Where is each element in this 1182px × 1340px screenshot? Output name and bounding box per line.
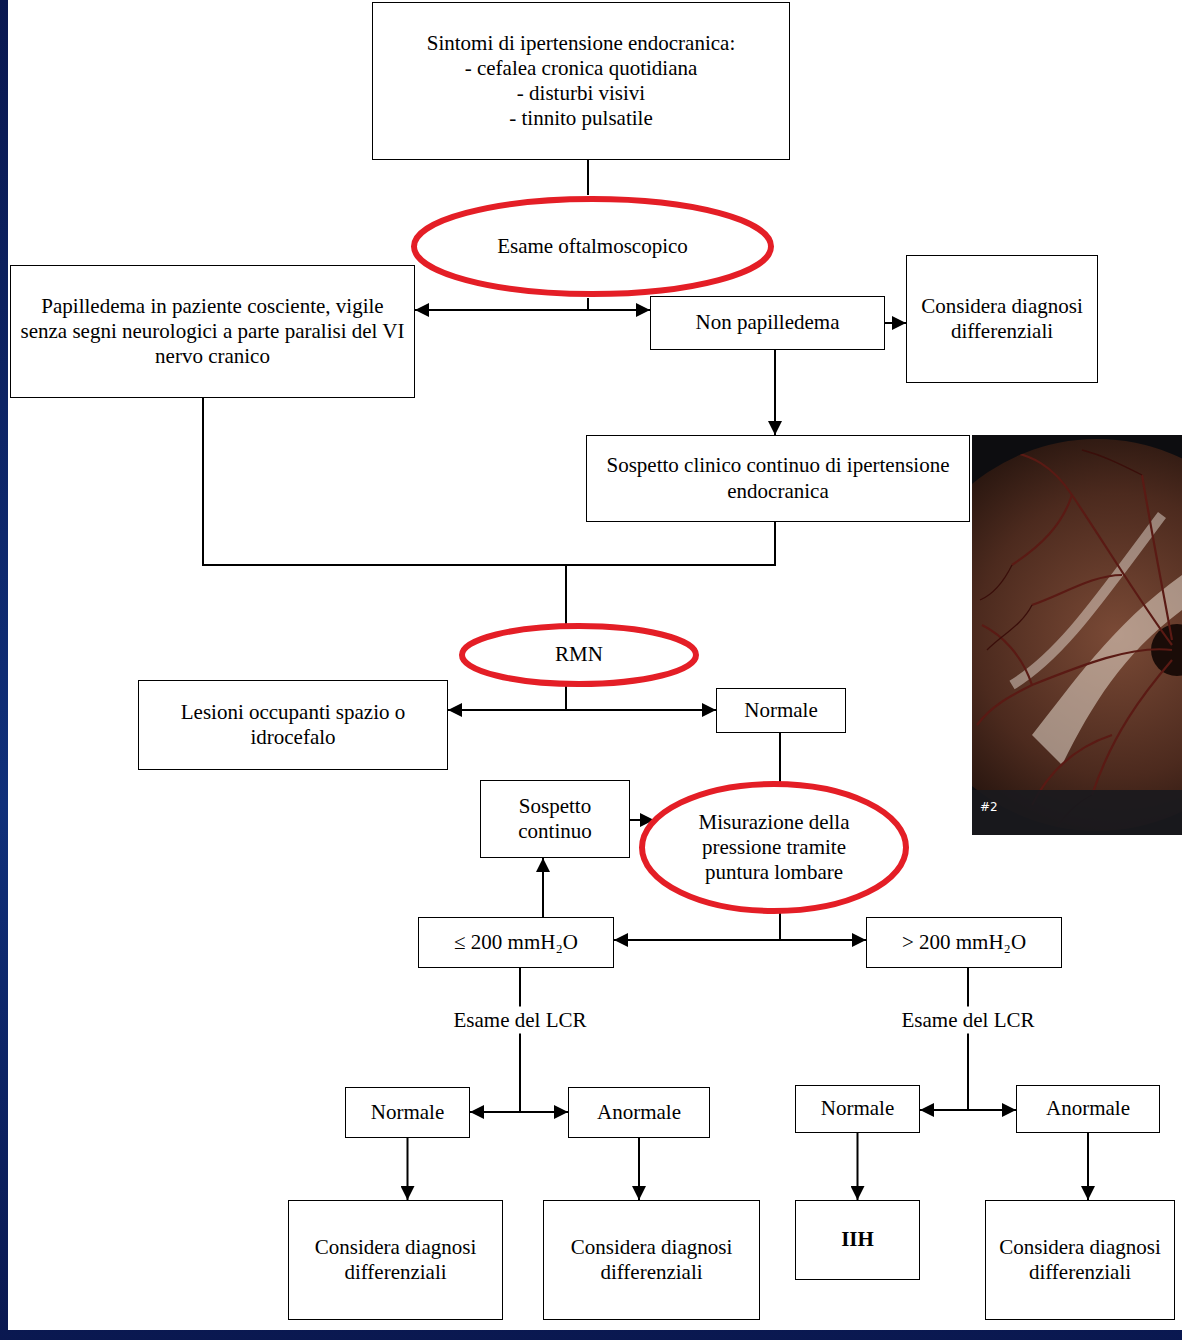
flow-connector [407,1138,409,1200]
highlight-ellipse [414,199,771,294]
process-box: Sospetto continuo [480,780,630,858]
process-box: Papilledema in paziente cosciente, vigil… [10,265,415,398]
fundus-photo [972,435,1182,835]
process-box: Normale [345,1087,470,1138]
flow-connector [857,1133,859,1200]
process-box: Sospetto clinico continuo di ipertension… [586,435,970,522]
process-box: Considera diagnosi differenziali [288,1200,503,1320]
node-text: - disturbi visivi [517,81,645,106]
edge-label: Esame del LCR [450,1007,591,1034]
highlighted-step: RMN [458,622,700,688]
process-box: Considera diagnosi differenziali [543,1200,760,1320]
flow-connector [779,733,781,784]
node-text: Misurazione della pressione tramite punt… [674,810,874,886]
node-text: Considera diagnosi differenziali [552,1235,751,1285]
node-text: Normale [744,698,817,723]
process-box: Normale [716,688,846,733]
process-box: IIH [795,1200,920,1280]
fundus-details [977,450,1182,833]
flow-connector [587,160,589,195]
flow-connector [415,298,588,310]
highlight-ellipse [462,626,696,684]
highlighted-step: Misurazione della pressione tramite punt… [638,780,910,915]
flow-connector [1087,1133,1089,1200]
photo-strip [972,790,1182,835]
flow-connector [542,858,544,917]
node-text: ≤ 200 mmH₂O [454,930,578,955]
node-text: - tinnito pulsatile [509,106,652,131]
process-box: Anormale [568,1087,710,1138]
process-box: ≤ 200 mmH₂O [418,917,614,968]
node-text: Sospetto clinico continuo di ipertension… [595,453,961,503]
process-box: Lesioni occupanti spazio o idrocefalo [138,680,448,770]
node-text: RMN [555,642,603,667]
node-text: Papilledema in paziente cosciente, vigil… [19,294,406,370]
edge-label: Esame del LCR [898,1007,1039,1034]
process-box: Anormale [1016,1085,1160,1133]
node-text: - cefalea cronica quotidiana [465,56,698,81]
fundus-disc [972,439,1182,831]
flow-connector [774,350,776,435]
flow-connector [520,968,568,1112]
process-box: Normale [795,1085,920,1133]
figure-number: #2 [980,800,998,814]
node-text: Lesioni occupanti spazio o idrocefalo [147,700,439,750]
flow-connector [566,684,716,710]
highlighted-step: Esame oftalmoscopico [410,195,775,298]
node-text: Non papilledema [695,310,839,335]
flow-connector [614,911,780,940]
flow-connector [448,684,566,710]
flow-connector [203,398,566,626]
node-text: Sintomi di ipertensione endocranica: [427,31,736,56]
process-box: Considera diagnosi differenziali [906,255,1098,383]
highlight-ellipse [642,784,906,911]
node-text: Considera diagnosi differenziali [994,1235,1166,1285]
flow-connector [566,522,775,626]
node-text: Normale [821,1096,894,1121]
process-box: > 200 mmH₂O [866,917,1062,968]
process-box: Sintomi di ipertensione endocranica:- ce… [372,2,790,160]
node-text: Considera diagnosi differenziali [297,1235,494,1285]
flow-connector [638,1138,640,1200]
flow-connector [588,298,650,310]
flow-connector [885,322,906,324]
flow-connector [968,968,1016,1110]
node-text: Anormale [1046,1096,1130,1121]
node-text: Normale [371,1100,444,1125]
node-text: > 200 mmH₂O [902,930,1026,955]
process-box: Non papilledema [650,296,885,350]
flow-connector [470,968,520,1112]
process-box: Considera diagnosi differenziali [985,1200,1175,1320]
flow-connector [920,968,968,1110]
flow-connector [780,911,866,940]
node-text: Esame oftalmoscopico [497,234,688,259]
node-text: Sospetto continuo [489,794,621,844]
node-text: IIH [841,1227,874,1252]
node-text: Anormale [597,1100,681,1125]
node-text: Considera diagnosi differenziali [915,294,1089,344]
